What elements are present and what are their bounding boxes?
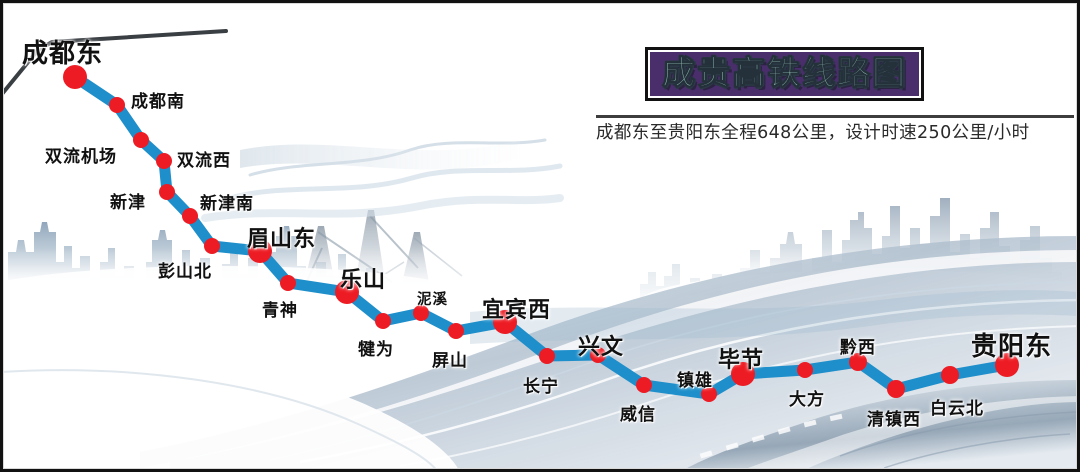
station-dot-10[interactable] [375, 313, 391, 329]
station-dot-9[interactable] [335, 280, 359, 304]
station-label-21: 清镇西 [867, 410, 921, 430]
station-label-15: 兴文 [578, 335, 625, 360]
station-dot-20[interactable] [849, 353, 867, 371]
station-label-4: 新津 [110, 193, 146, 213]
station-dot-13[interactable] [493, 310, 517, 334]
page-title: 成贵高铁线路图 [662, 53, 907, 92]
station-dot-4[interactable] [159, 184, 175, 200]
station-dot-22[interactable] [941, 366, 959, 384]
station-label-22: 白云北 [930, 399, 984, 419]
station-label-10: 犍为 [358, 340, 394, 360]
station-label-12: 屏山 [432, 351, 468, 371]
station-label-14: 长宁 [523, 377, 559, 397]
station-label-19: 大方 [789, 390, 825, 410]
title-banner: 成贵高铁线路图 [645, 47, 924, 101]
station-label-16: 威信 [620, 405, 656, 425]
station-dot-18[interactable] [731, 362, 755, 386]
station-label-7: 眉山东 [247, 227, 317, 252]
subtitle-divider [596, 115, 1074, 118]
station-label-18: 毕节 [718, 348, 765, 373]
station-dot-1[interactable] [109, 97, 125, 113]
station-label-3: 双流西 [177, 151, 231, 171]
blue-wash [470, 290, 1078, 344]
station-label-0: 成都东 [22, 39, 104, 69]
station-dot-3[interactable] [156, 153, 172, 169]
station-label-23: 贵阳东 [971, 332, 1053, 362]
station-dot-19[interactable] [797, 362, 813, 378]
track-ties [699, 413, 843, 459]
station-label-2: 双流机场 [45, 147, 117, 167]
station-label-8: 青神 [262, 301, 298, 321]
station-dot-2[interactable] [133, 132, 149, 148]
station-label-6: 彭山北 [158, 262, 212, 282]
station-dot-7[interactable] [248, 239, 272, 263]
station-dot-15[interactable] [590, 347, 606, 363]
station-dot-17[interactable] [701, 386, 717, 402]
high-speed-train [680, 380, 1080, 472]
station-dot-21[interactable] [887, 380, 905, 398]
station-label-1: 成都南 [131, 92, 185, 112]
station-dot-8[interactable] [280, 275, 296, 291]
station-label-5: 新津南 [200, 194, 254, 214]
title-block: 成贵高铁线路图 [645, 47, 924, 101]
station-label-9: 乐山 [340, 268, 387, 293]
station-label-13: 宜宾西 [482, 298, 552, 323]
station-dot-23[interactable] [995, 353, 1019, 377]
station-dot-12[interactable] [448, 323, 464, 339]
subtitle-text: 成都东至贵阳东全程648公里，设计时速250公里/小时 [596, 123, 1030, 143]
station-label-11: 泥溪 [417, 292, 448, 308]
station-dot-16[interactable] [636, 377, 652, 393]
station-dot-11[interactable] [413, 305, 429, 321]
station-label-20: 黔西 [840, 338, 876, 358]
station-dots-group [63, 65, 1019, 402]
station-dot-5[interactable] [182, 208, 198, 224]
station-label-17: 镇雄 [677, 371, 713, 391]
station-dot-6[interactable] [204, 238, 220, 254]
ink-wash-strokes [201, 138, 564, 222]
station-dot-14[interactable] [539, 348, 555, 364]
